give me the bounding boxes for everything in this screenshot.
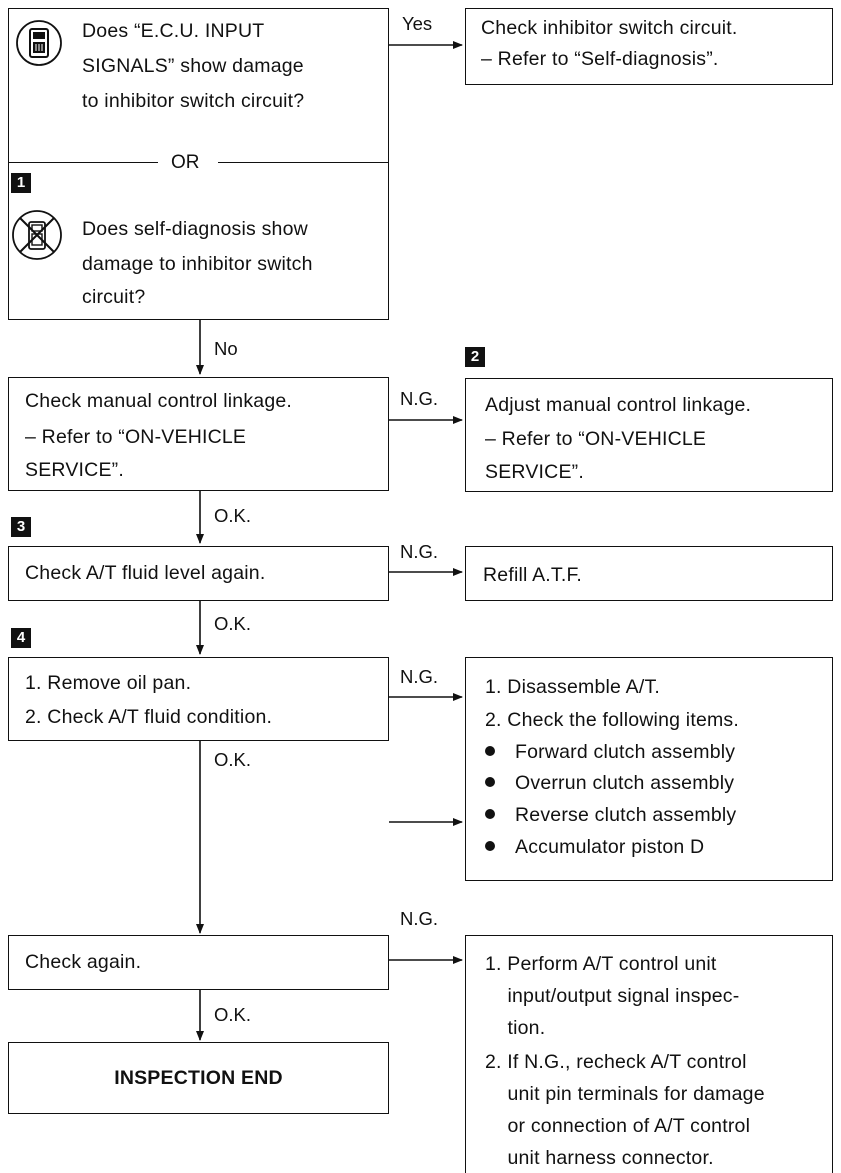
check-again-ng-label: N.G. [400, 908, 439, 929]
linkage-ok-label: O.K. [214, 505, 252, 526]
check-again-text: Check again. [25, 951, 142, 973]
refill-text: Refill A.T.F. [483, 564, 583, 586]
adjust-line2: – Refer to “ON-VEHICLE [485, 428, 707, 450]
oil-pan-box [8, 657, 389, 741]
bullet-text: Accumulator piston D [515, 836, 705, 858]
or-label: OR [171, 152, 200, 173]
oil-pan-line2: 2. Check A/T fluid condition. [25, 706, 273, 728]
bullet-text: Forward clutch assembly [515, 741, 736, 763]
bullet-item: Overrun clutch assembly [485, 768, 734, 798]
or-divider-right [218, 162, 389, 163]
disassemble-box [465, 657, 833, 881]
inhibitor-check-line1: Check inhibitor switch circuit. [481, 17, 738, 39]
perform-box [465, 935, 833, 1173]
step-number-1: 1 [11, 173, 31, 193]
perform-line4: 2. If N.G., recheck A/T control [485, 1051, 747, 1073]
inspection-end-box [8, 1042, 389, 1114]
bullet-dot-icon [485, 745, 495, 756]
bullet-text: Reverse clutch assembly [515, 804, 737, 826]
no-tester-crossed-icon [12, 210, 62, 260]
bullet-text: Overrun clutch assembly [515, 772, 735, 794]
fluid-ok-label: O.K. [214, 613, 252, 634]
question1-line1: Does “E.C.U. INPUT [82, 20, 265, 42]
perform-line1: 1. Perform A/T control unit [485, 953, 717, 975]
bullet-item: Reverse clutch assembly [485, 800, 736, 830]
oilpan-ok-label: O.K. [214, 749, 252, 770]
fluid-level-box [8, 546, 389, 601]
check-again-box [8, 935, 389, 990]
bullet-item: Forward clutch assembly [485, 737, 735, 767]
step-number-3: 3 [11, 517, 31, 537]
bullet-dot-icon [485, 808, 495, 819]
adjust-linkage-box [465, 378, 833, 492]
fluid-level-text: Check A/T fluid level again. [25, 562, 266, 584]
yes-label: Yes [402, 13, 433, 34]
linkage-check-box [8, 377, 389, 491]
fluid-ng-label: N.G. [400, 541, 439, 562]
linkage-line3: SERVICE”. [25, 459, 124, 481]
disassemble-line2: 2. Check the following items. [485, 709, 739, 731]
oil-pan-line1: 1. Remove oil pan. [25, 672, 192, 694]
question1-line2: SIGNALS” show damage [82, 55, 304, 77]
oilpan-ng-label: N.G. [400, 666, 439, 687]
perform-line7: unit harness connector. [485, 1147, 714, 1169]
start-question-box [8, 8, 389, 320]
perform-line5: unit pin terminals for damage [485, 1083, 765, 1105]
perform-line6: or connection of A/T control [485, 1115, 751, 1137]
question2-line1: Does self-diagnosis show [82, 218, 308, 240]
adjust-line3: SERVICE”. [485, 461, 584, 483]
bullet-dot-icon [485, 840, 495, 851]
bullet-dot-icon [485, 776, 495, 787]
linkage-ng-label: N.G. [400, 388, 439, 409]
question1-line3: to inhibitor switch circuit? [82, 90, 305, 112]
disassemble-line1: 1. Disassemble A/T. [485, 676, 661, 698]
check-again-ok-label: O.K. [214, 1004, 252, 1025]
step-number-2: 2 [465, 347, 485, 367]
perform-line2: input/output signal inspec- [485, 985, 740, 1007]
inhibitor-check-line2: – Refer to “Self-diagnosis”. [481, 48, 719, 70]
step-number-4: 4 [11, 628, 31, 648]
question2-line3: circuit? [82, 286, 146, 308]
perform-line3: tion. [485, 1017, 546, 1039]
question2-line2: damage to inhibitor switch [82, 253, 313, 275]
adjust-line1: Adjust manual control linkage. [485, 394, 752, 416]
refill-box [465, 546, 833, 601]
or-divider-left [8, 162, 158, 163]
linkage-line1: Check manual control linkage. [25, 390, 293, 412]
linkage-line2: – Refer to “ON-VEHICLE [25, 426, 247, 448]
inhibitor-check-box [465, 8, 833, 85]
inspection-end-text: INSPECTION END [114, 1067, 283, 1089]
consult-tester-icon [16, 20, 62, 66]
no-label: No [214, 338, 238, 359]
bullet-item: Accumulator piston D [485, 832, 704, 862]
